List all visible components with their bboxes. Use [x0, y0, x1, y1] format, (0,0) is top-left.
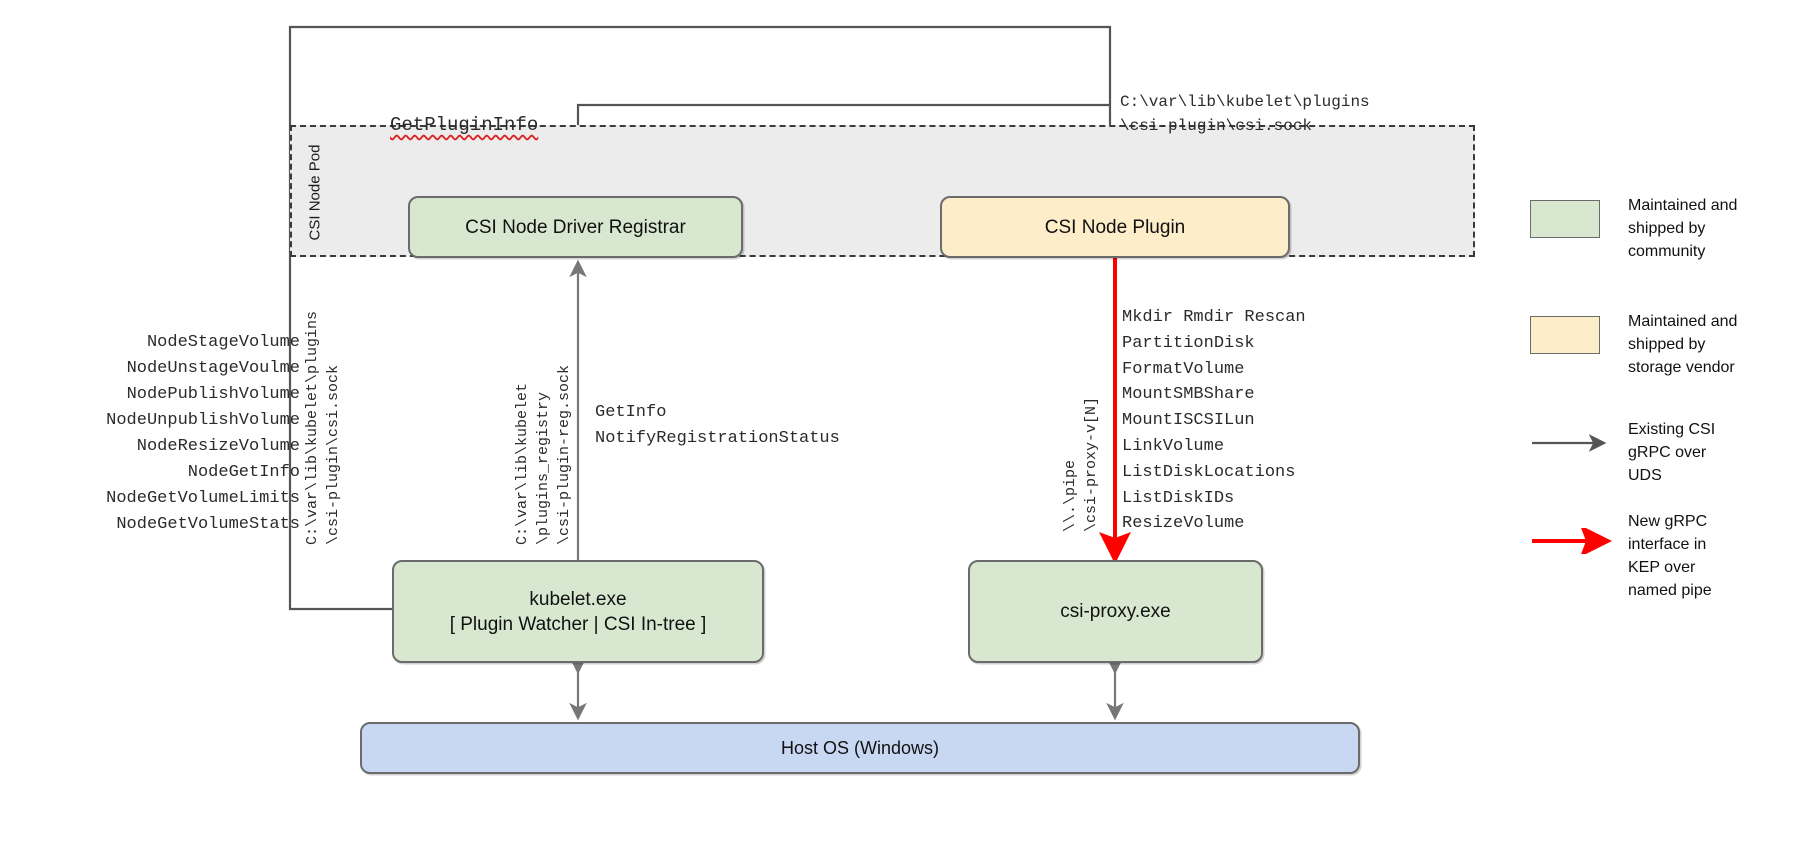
legend-swatch-community	[1530, 200, 1600, 238]
plugins-registry-socket-path-label: C:\var\lib\kubelet \plugins_registry \cs…	[514, 364, 573, 545]
registration-rpc-list: GetInfo NotifyRegistrationStatus	[595, 403, 840, 448]
legend-swatch-storage-vendor	[1530, 316, 1600, 354]
host-os-box[interactable]: Host OS (Windows)	[360, 722, 1360, 774]
csi-proxy-exe-box[interactable]: csi-proxy.exe	[968, 560, 1263, 663]
csi-node-driver-registrar-label: CSI Node Driver Registrar	[465, 216, 686, 238]
csi-plugin-socket-path-label: C:\var\lib\kubelet\plugins \csi-plugin\c…	[1120, 93, 1370, 135]
legend-text-storage-vendor: Maintained and shipped by storage vendor	[1628, 313, 1738, 376]
named-pipe-path-label: \\.\pipe \csi-proxy-v[N]	[1062, 396, 1100, 532]
host-os-label: Host OS (Windows)	[780, 737, 940, 758]
legend-text-existing-grpc: Existing CSI gRPC over UDS	[1628, 421, 1716, 484]
legend-text-community: Maintained and shipped by community	[1628, 197, 1738, 260]
legend-text-new-grpc: New gRPC interface in KEP over named pip…	[1628, 513, 1712, 599]
get-plugin-info-label: GetPluginInfo	[390, 114, 539, 136]
left-csi-socket-path-label: C:\var\lib\kubelet\plugins \csi-plugin\c…	[304, 310, 342, 545]
kubelet-exe-subtitle: [ Plugin Watcher | CSI In-tree ]	[449, 613, 707, 635]
csi-node-pod-label-text: CSI Node Pod	[306, 144, 324, 240]
kubelet-exe-label: kubelet.exe	[529, 588, 627, 610]
legend-arrow-existing-grpc-icon	[1532, 434, 1607, 452]
kubelet-exe-box[interactable]: kubelet.exe [ Plugin Watcher | CSI In-tr…	[392, 560, 764, 663]
csi-node-driver-registrar-box[interactable]: CSI Node Driver Registrar	[408, 196, 743, 258]
csi-node-pod-label: CSI Node Pod	[302, 137, 328, 247]
csi-node-plugin-label: CSI Node Plugin	[1044, 216, 1186, 238]
csi-proxy-api-list: Mkdir Rmdir Rescan PartitionDisk FormatV…	[1122, 308, 1306, 534]
legend-arrow-new-grpc-icon	[1532, 528, 1612, 554]
csi-node-plugin-box[interactable]: CSI Node Plugin	[940, 196, 1290, 258]
node-rpc-list: NodeStageVolume NodeUnstageVoulme NodePu…	[106, 333, 300, 534]
csi-proxy-exe-label: csi-proxy.exe	[1060, 601, 1171, 622]
